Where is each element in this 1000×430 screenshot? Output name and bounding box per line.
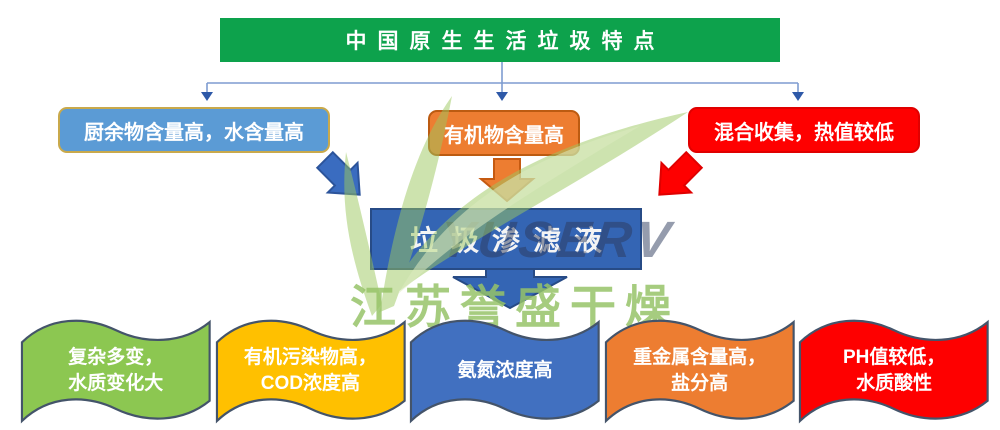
- leachate-label: 垃圾渗滤液: [409, 225, 615, 256]
- connector-arrowhead-left: [201, 92, 213, 101]
- red-diagonal-arrow: [658, 150, 704, 196]
- blue-diagonal-arrow: [315, 150, 361, 196]
- connector-arrowhead-right: [792, 92, 804, 101]
- banner-ph-acidic: PH值较低， 水质酸性: [798, 312, 990, 425]
- wave-shape: [215, 319, 406, 424]
- banner-line: 盐分高: [671, 372, 729, 394]
- title-box: 中国原生生活垃圾特点: [220, 18, 780, 62]
- banner-text: 复杂多变， 水质变化大: [28, 328, 204, 413]
- banner-line: PH值较低，: [842, 346, 946, 368]
- banner-line: 氨氮浓度高: [457, 359, 553, 381]
- banner-organic-cod: 有机污染物高， COD浓度高: [215, 312, 407, 425]
- title-label: 中国原生生活垃圾特点: [345, 30, 666, 53]
- banner-text: 重金属含量高， 盐分高: [612, 328, 788, 413]
- banner-line: 复杂多变，: [68, 346, 164, 368]
- banner-text: 氨氮浓度高: [417, 328, 593, 413]
- banner-line: 水质酸性: [856, 372, 933, 394]
- orange-down-arrow: [478, 158, 536, 203]
- banner-line: 重金属含量高，: [633, 346, 767, 368]
- banner-line: COD浓度高: [260, 372, 360, 394]
- branch-kitchen-waste: 厨余物含量高，水含量高: [58, 107, 330, 153]
- branch-kitchen-label: 厨余物含量高，水含量高: [84, 121, 304, 144]
- wave-shape: [604, 319, 795, 424]
- branch-organic-label: 有机物含量高: [444, 124, 564, 147]
- leachate-box: 垃圾渗滤液: [370, 208, 642, 270]
- wave-shape: [799, 319, 990, 424]
- wave-shape: [410, 319, 600, 424]
- banner-row: 复杂多变， 水质变化大 有机污染物高， COD浓度高 氨氮浓度高: [20, 312, 990, 425]
- branch-mixed-collection: 混合收集，热值较低: [688, 107, 920, 153]
- banner-text: 有机污染物高， COD浓度高: [223, 328, 399, 413]
- banner-heavy-metal: 重金属含量高， 盐分高: [604, 312, 796, 425]
- banner-text: PH值较低， 水质酸性: [806, 328, 982, 413]
- banner-line: 有机污染物高，: [243, 346, 377, 368]
- banner-line: 水质变化大: [68, 372, 164, 394]
- connector-arrowhead-center: [496, 92, 508, 101]
- branch-mixed-label: 混合收集，热值较低: [714, 121, 894, 144]
- wave-shape: [20, 319, 211, 424]
- banner-ammonia: 氨氮浓度高: [409, 312, 601, 425]
- banner-complex-quality: 复杂多变， 水质变化大: [20, 312, 212, 425]
- branch-organic-content: 有机物含量高: [428, 110, 580, 156]
